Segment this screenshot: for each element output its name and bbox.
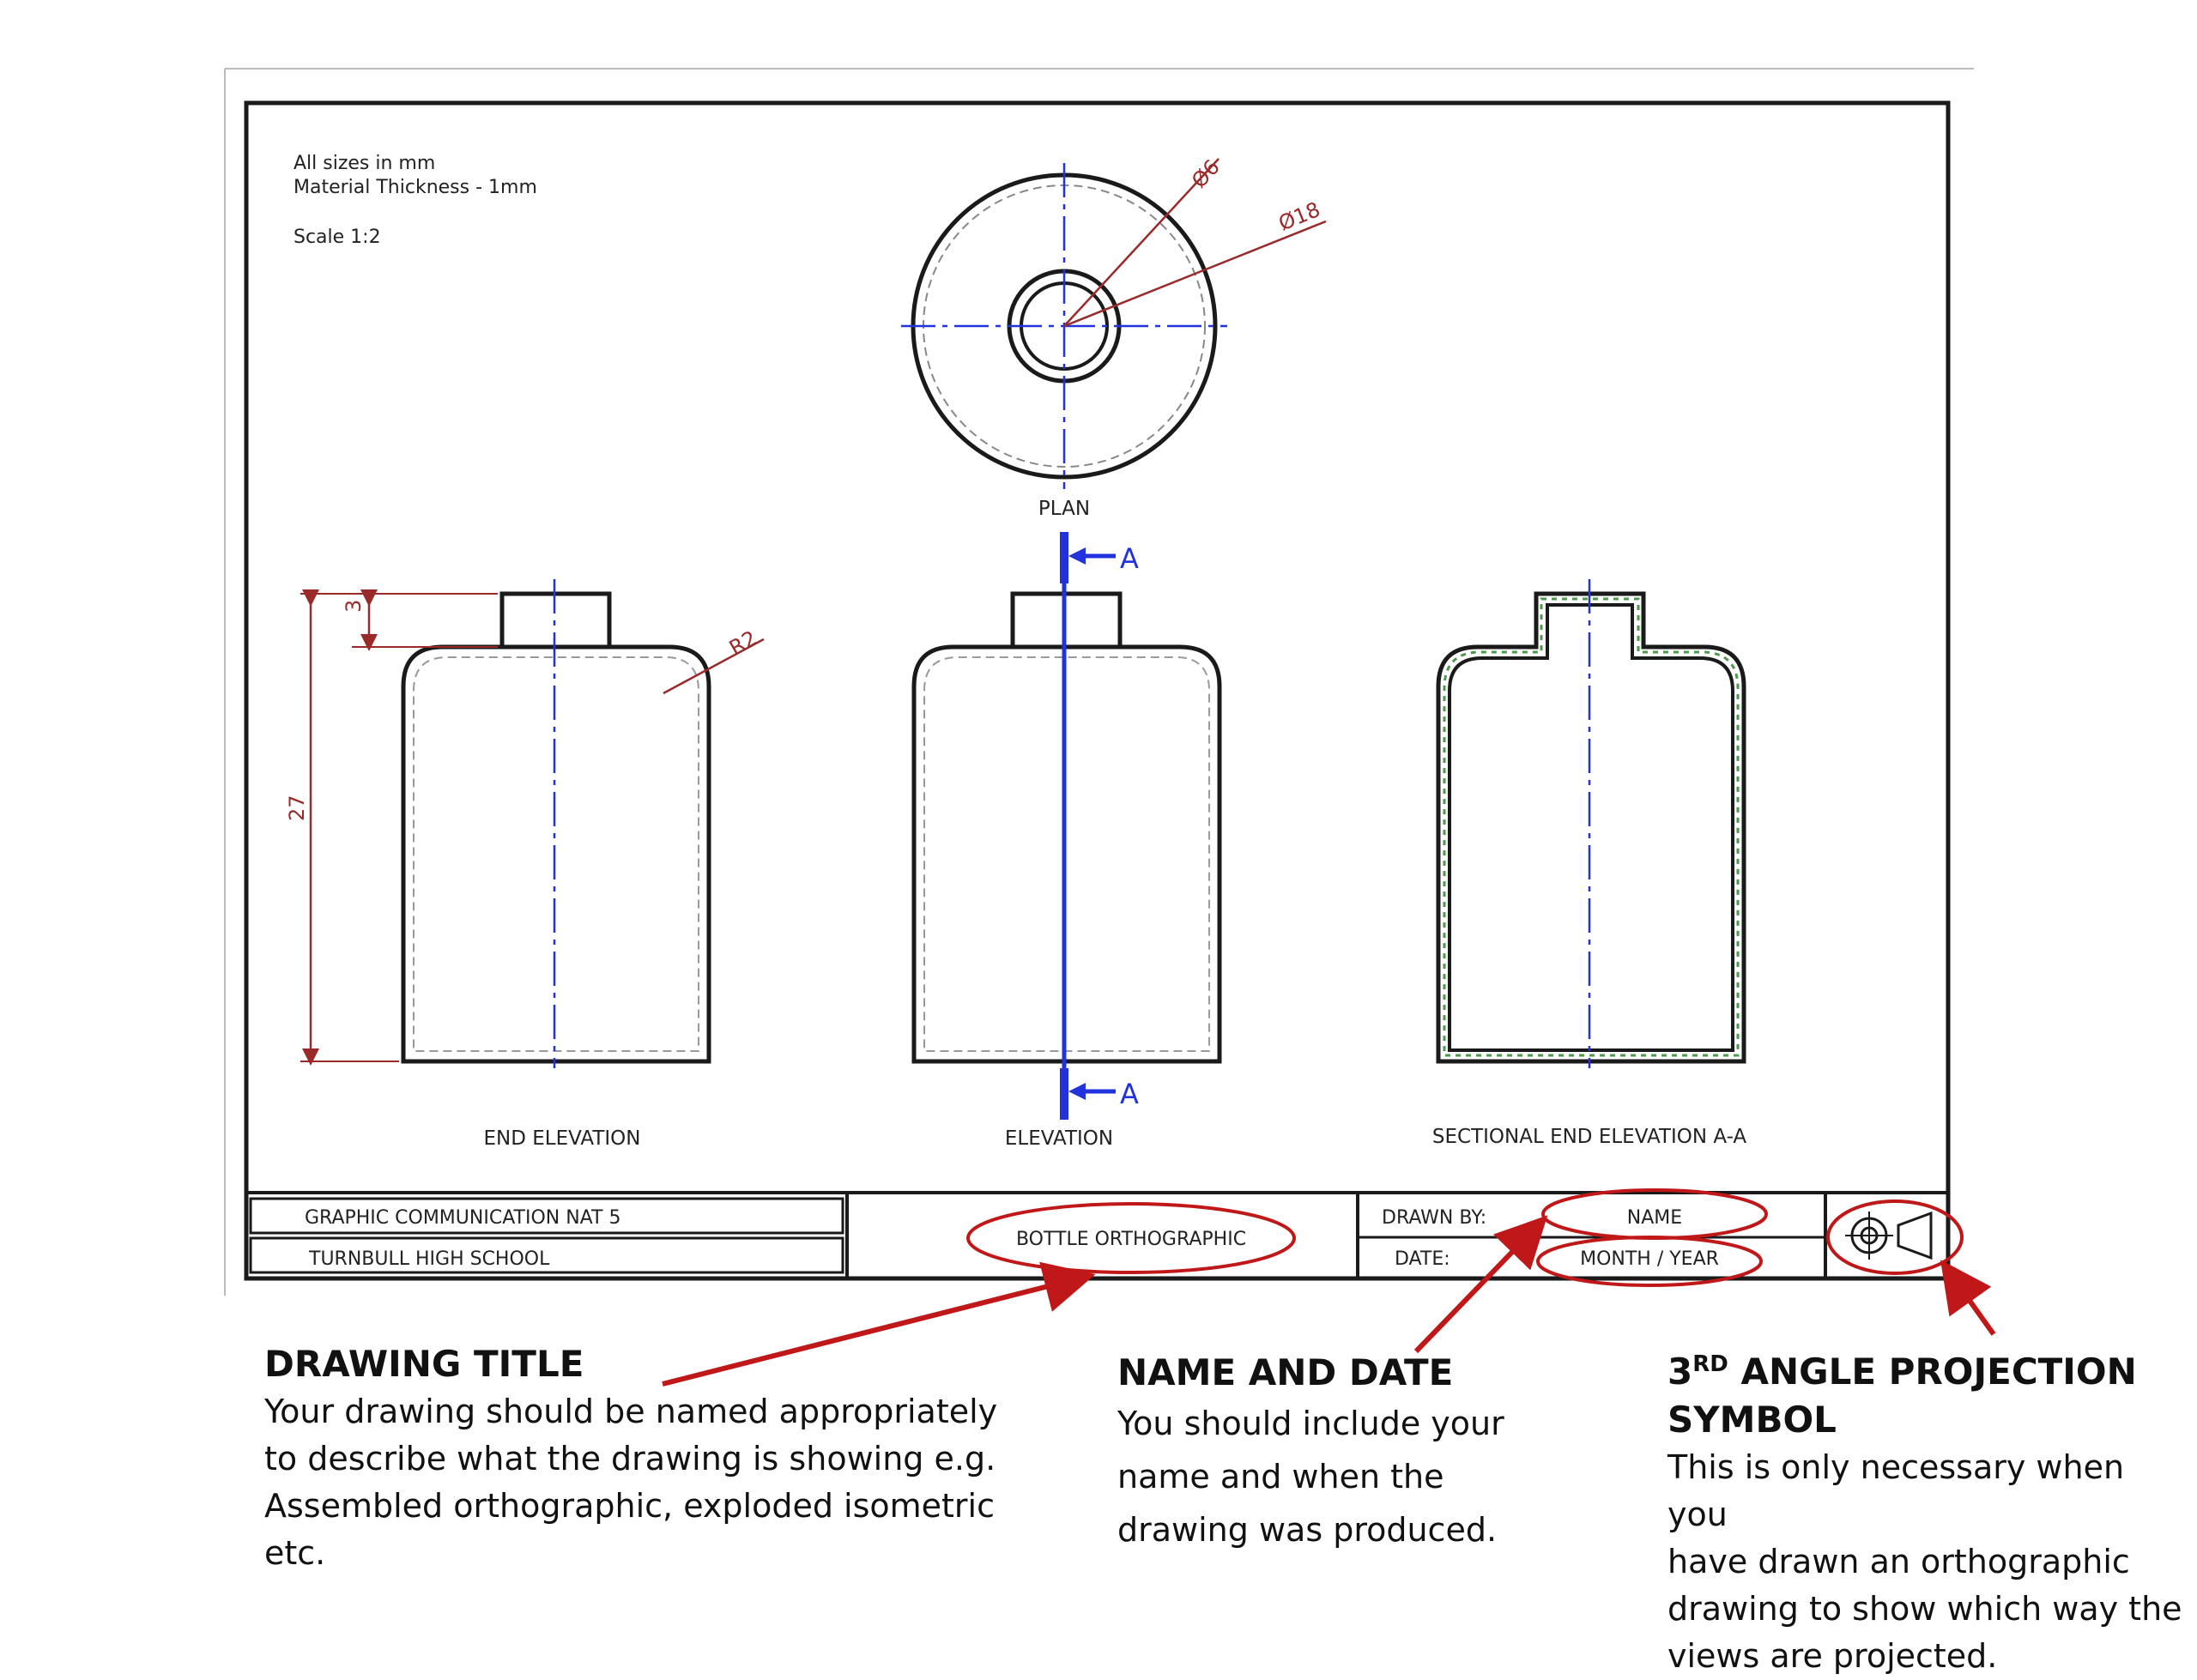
section-hatch (1443, 597, 1740, 1057)
end-elev-body-inner (413, 656, 699, 1052)
note-projection-heading-line2: SYMBOL (1667, 1399, 1837, 1441)
note-scale: Scale 1:2 (294, 227, 381, 248)
note-projection-heading-number: 3 (1667, 1351, 1693, 1393)
elevation-view: ELEVATION (911, 591, 1222, 1150)
tb-date-value: MONTH / YEAR (1580, 1248, 1719, 1270)
label-end-elevation: END ELEVATION (484, 1127, 641, 1150)
section-marker-bottom-label: A (1120, 1078, 1139, 1110)
label-plan: PLAN (1038, 498, 1090, 520)
callout-name-arrow (1413, 1215, 1548, 1354)
elev-body-inner (923, 656, 1210, 1052)
callout-title-arrow (662, 1261, 1096, 1387)
note-drawing-title-heading: DRAWING TITLE (264, 1343, 584, 1385)
tb-date-label: DATE: (1395, 1248, 1450, 1270)
note-name-date-body: You should include your name and when th… (1117, 1405, 1504, 1549)
tb-course-cell (249, 1197, 844, 1235)
plan-dim-leader-large (1063, 220, 1327, 328)
end-elev-neck (499, 591, 612, 650)
note-projection-heading-sup: RD (1692, 1351, 1728, 1377)
tb-course: GRAPHIC COMMUNICATION NAT 5 (305, 1207, 620, 1229)
sectional-view: SECTIONAL END ELEVATION A-A (1432, 579, 1747, 1148)
dim-body-height: 27 (285, 795, 309, 821)
note-drawing-title-body: Your drawing should be named appropriate… (264, 1393, 998, 1572)
projection-cone (1897, 1211, 1933, 1260)
note-thickness: Material Thickness - 1mm (294, 177, 537, 198)
title-block: GRAPHIC COMMUNICATION NAT 5 TURNBULL HIG… (246, 1191, 1948, 1278)
end-elev-body (401, 644, 711, 1064)
label-elevation: ELEVATION (1005, 1127, 1113, 1150)
note-drawing-title: DRAWING TITLE Your drawing should be nam… (264, 1340, 1020, 1577)
callout-title-ellipse (966, 1202, 1296, 1274)
tb-title: BOTTLE ORTHOGRAPHIC (1016, 1229, 1246, 1250)
note-projection-heading-rest: ANGLE PROJECTION (1728, 1351, 2137, 1393)
callout-projection-ellipse (1826, 1200, 1964, 1275)
note-sizes: All sizes in mm (294, 153, 435, 174)
tb-drawn-by-label: DRAWN BY: (1382, 1207, 1486, 1229)
end-elevation-view: 3 27 R2 END ELEVATION (285, 579, 765, 1150)
callouts (662, 1188, 1996, 1387)
tb-drawn-by-value: NAME (1627, 1207, 1682, 1229)
dim-radius-leader (663, 638, 765, 695)
callout-projection-arrow (1940, 1260, 1996, 1336)
label-sectional: SECTIONAL END ELEVATION A-A (1432, 1126, 1747, 1148)
note-name-date: NAME AND DATE You should include your na… (1117, 1349, 1598, 1556)
tb-school: TURNBULL HIGH SCHOOL (308, 1248, 550, 1270)
dim-neck-height: 3 (342, 600, 366, 613)
section-marker-top-label: A (1120, 542, 1139, 575)
plan-dim-leader-small (1063, 158, 1220, 327)
section-inner-outline (1448, 603, 1734, 1052)
elev-body (911, 644, 1222, 1064)
projection-symbol (1845, 1211, 1933, 1260)
section-arrowhead-bottom (1068, 1083, 1086, 1100)
note-projection: 3RD ANGLE PROJECTION SYMBOL This is only… (1667, 1340, 2182, 1680)
note-name-date-heading: NAME AND DATE (1117, 1351, 1454, 1393)
tb-school-cell (249, 1236, 844, 1274)
note-projection-body: This is only necessary when you have dra… (1667, 1448, 2182, 1675)
section-arrowhead-top (1068, 547, 1086, 565)
note-projection-heading: 3RD ANGLE PROJECTION (1667, 1340, 2182, 1396)
